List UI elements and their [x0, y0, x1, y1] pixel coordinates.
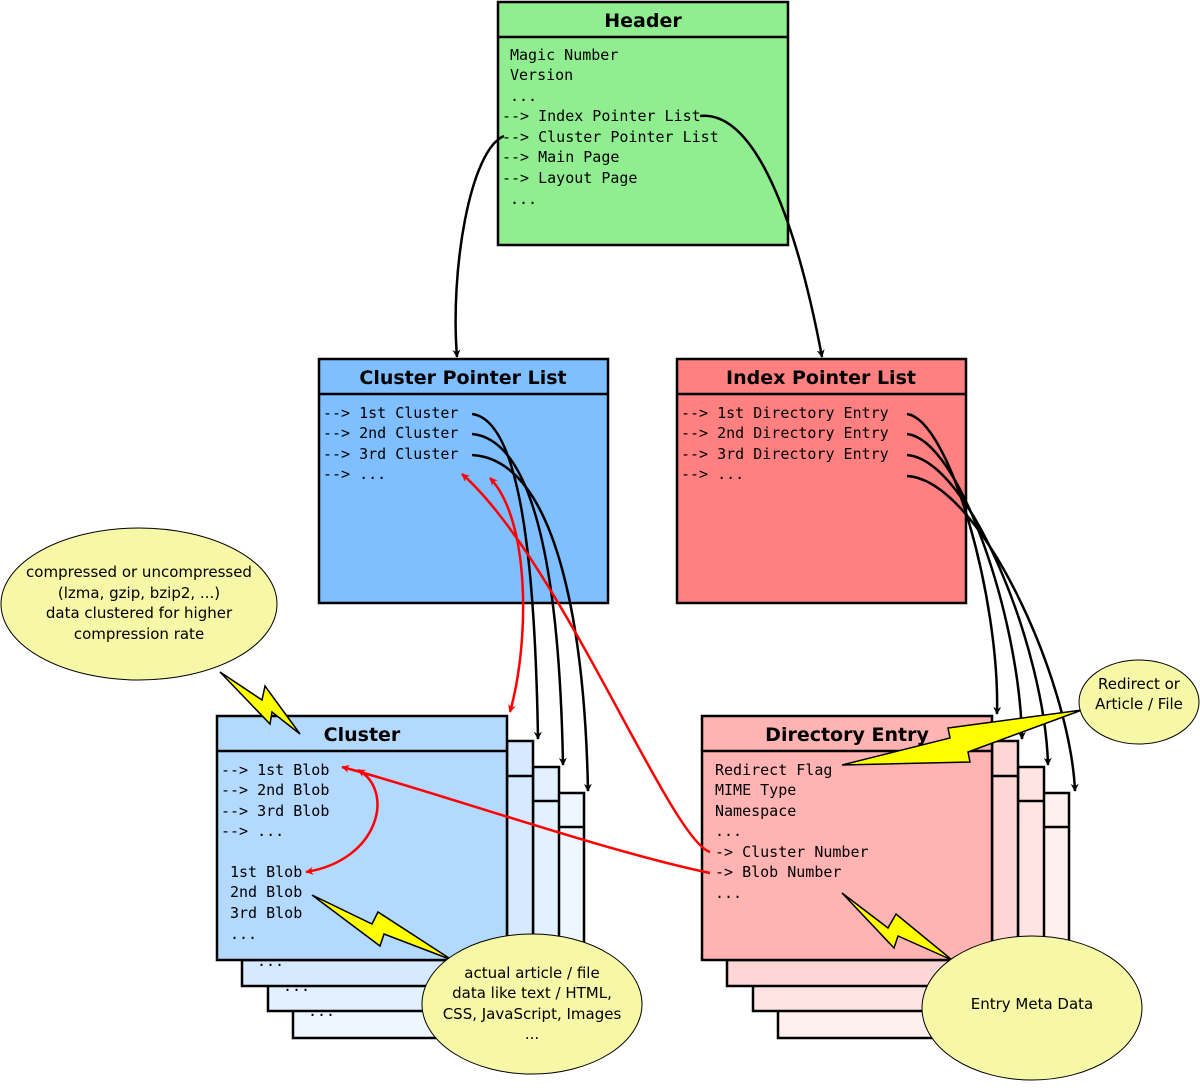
directory-entry-line: ... — [715, 822, 742, 840]
header-line: --> Index Pointer List — [502, 107, 701, 125]
header-line: --> Main Page — [502, 148, 619, 166]
lightning-bolt-compressed — [219, 671, 301, 735]
header-line: --> Layout Page — [502, 169, 637, 187]
index-pointer-list-box: Index Pointer List --> 1st Directory Ent… — [675, 357, 968, 605]
arrow-1st-cluster — [471, 412, 542, 740]
black-arrows — [452, 114, 1079, 792]
cluster-pointer-blob: --> 1st Blob — [221, 761, 329, 779]
directory-entry-line: ... — [715, 884, 742, 902]
index-pointer-line: --> ... — [681, 465, 744, 483]
header-line: ... — [510, 190, 537, 208]
arrow-blob-number-to-blob-pointer — [341, 764, 711, 875]
header-line: Magic Number — [510, 46, 618, 64]
bubble-compressed-line: compressed or uncompressed — [26, 563, 252, 581]
bubble-article: actual article / file data like text / H… — [421, 933, 643, 1075]
bubble-meta: Entry Meta Data — [921, 935, 1143, 1081]
cluster-stack-ellipsis: ... — [283, 977, 310, 995]
red-arrows — [305, 473, 711, 875]
arrow-2nd-directory-entry — [906, 432, 1026, 740]
arrow-1st-directory-entry — [906, 412, 1002, 715]
cluster-title: Cluster — [324, 724, 401, 746]
directory-copy-side — [990, 739, 1020, 962]
cluster-pointer-line: --> 2nd Cluster — [323, 424, 458, 442]
cluster-pointer-blob: --> 2nd Blob — [221, 781, 329, 799]
cluster-blob: 3rd Blob — [230, 904, 302, 922]
header-line: Version — [510, 66, 573, 84]
directory-entry-line: MIME Type — [715, 781, 796, 799]
bubble-compressed-line: (lzma, gzip, bzip2, ...) — [58, 584, 220, 602]
directory-entry-line: -> Cluster Number — [715, 843, 869, 861]
cluster-copy-side — [505, 739, 535, 962]
cluster-pointer-line: --> 1st Cluster — [323, 404, 458, 422]
bubble-meta-line: Entry Meta Data — [971, 995, 1094, 1013]
index-pointer-line: --> 3rd Directory Entry — [681, 445, 889, 463]
header-line: ... — [510, 87, 537, 105]
index-pointer-line: --> 2nd Directory Entry — [681, 424, 889, 442]
directory-entry-line: -> Blob Number — [715, 863, 841, 881]
cluster-stack-ellipsis: ... — [308, 1002, 335, 1020]
bubble-article-line: ... — [525, 1025, 539, 1043]
directory-entry-line: Redirect Flag — [715, 761, 832, 779]
bubble-compressed: compressed or uncompressed (lzma, gzip, … — [0, 527, 278, 681]
arrow-header-to-cluster-pointer-list — [452, 134, 505, 358]
cluster-blob: 2nd Blob — [230, 883, 302, 901]
bubble-article-line: CSS, JavaScript, Images — [443, 1005, 622, 1023]
cluster-blob: 1st Blob — [230, 863, 302, 881]
cluster-pointer-line: --> ... — [323, 465, 386, 483]
cluster-pointer-line: --> 3rd Cluster — [323, 445, 458, 463]
index-pointer-line: --> 1st Directory Entry — [681, 404, 889, 422]
cluster-pointer-list-title: Cluster Pointer List — [359, 367, 566, 389]
arrow-2nd-cluster — [471, 432, 567, 766]
index-pointer-list-title: Index Pointer List — [726, 367, 916, 389]
cluster-pointer-blob: --> ... — [221, 822, 284, 840]
cluster-blob: ... — [230, 925, 257, 943]
cluster-pointer-blob: --> 3rd Blob — [221, 802, 329, 820]
lightning-bolts — [219, 671, 1083, 961]
cluster-pointer-list-box: Cluster Pointer List --> 1st Cluster -->… — [317, 357, 610, 605]
bubble-article-line: actual article / file — [464, 964, 599, 982]
arrow-blob-pointer-to-blob — [305, 768, 379, 875]
arrow-pointer-list-to-cluster — [489, 477, 525, 713]
header-line: --> Cluster Pointer List — [502, 128, 719, 146]
arrow-3rd-cluster — [471, 453, 592, 792]
directory-entry-line: Namespace — [715, 802, 796, 820]
header-title: Header — [604, 10, 682, 32]
bubble-redirect-line: Article / File — [1095, 695, 1183, 713]
bubble-article-line: data like text / HTML, — [452, 984, 612, 1002]
bubble-redirect: Redirect or Article / File — [1078, 659, 1200, 745]
bubble-compressed-line: compression rate — [74, 625, 204, 643]
arrow-header-to-index-pointer-list — [699, 114, 825, 358]
arrow-more-directory-entries — [906, 474, 1079, 792]
header-box: Header Magic Number Version ... --> Inde… — [496, 0, 790, 247]
directory-entry-title: Directory Entry — [765, 724, 929, 746]
bubble-redirect-line: Redirect or — [1098, 675, 1181, 693]
bubble-compressed-line: data clustered for higher — [46, 604, 233, 622]
